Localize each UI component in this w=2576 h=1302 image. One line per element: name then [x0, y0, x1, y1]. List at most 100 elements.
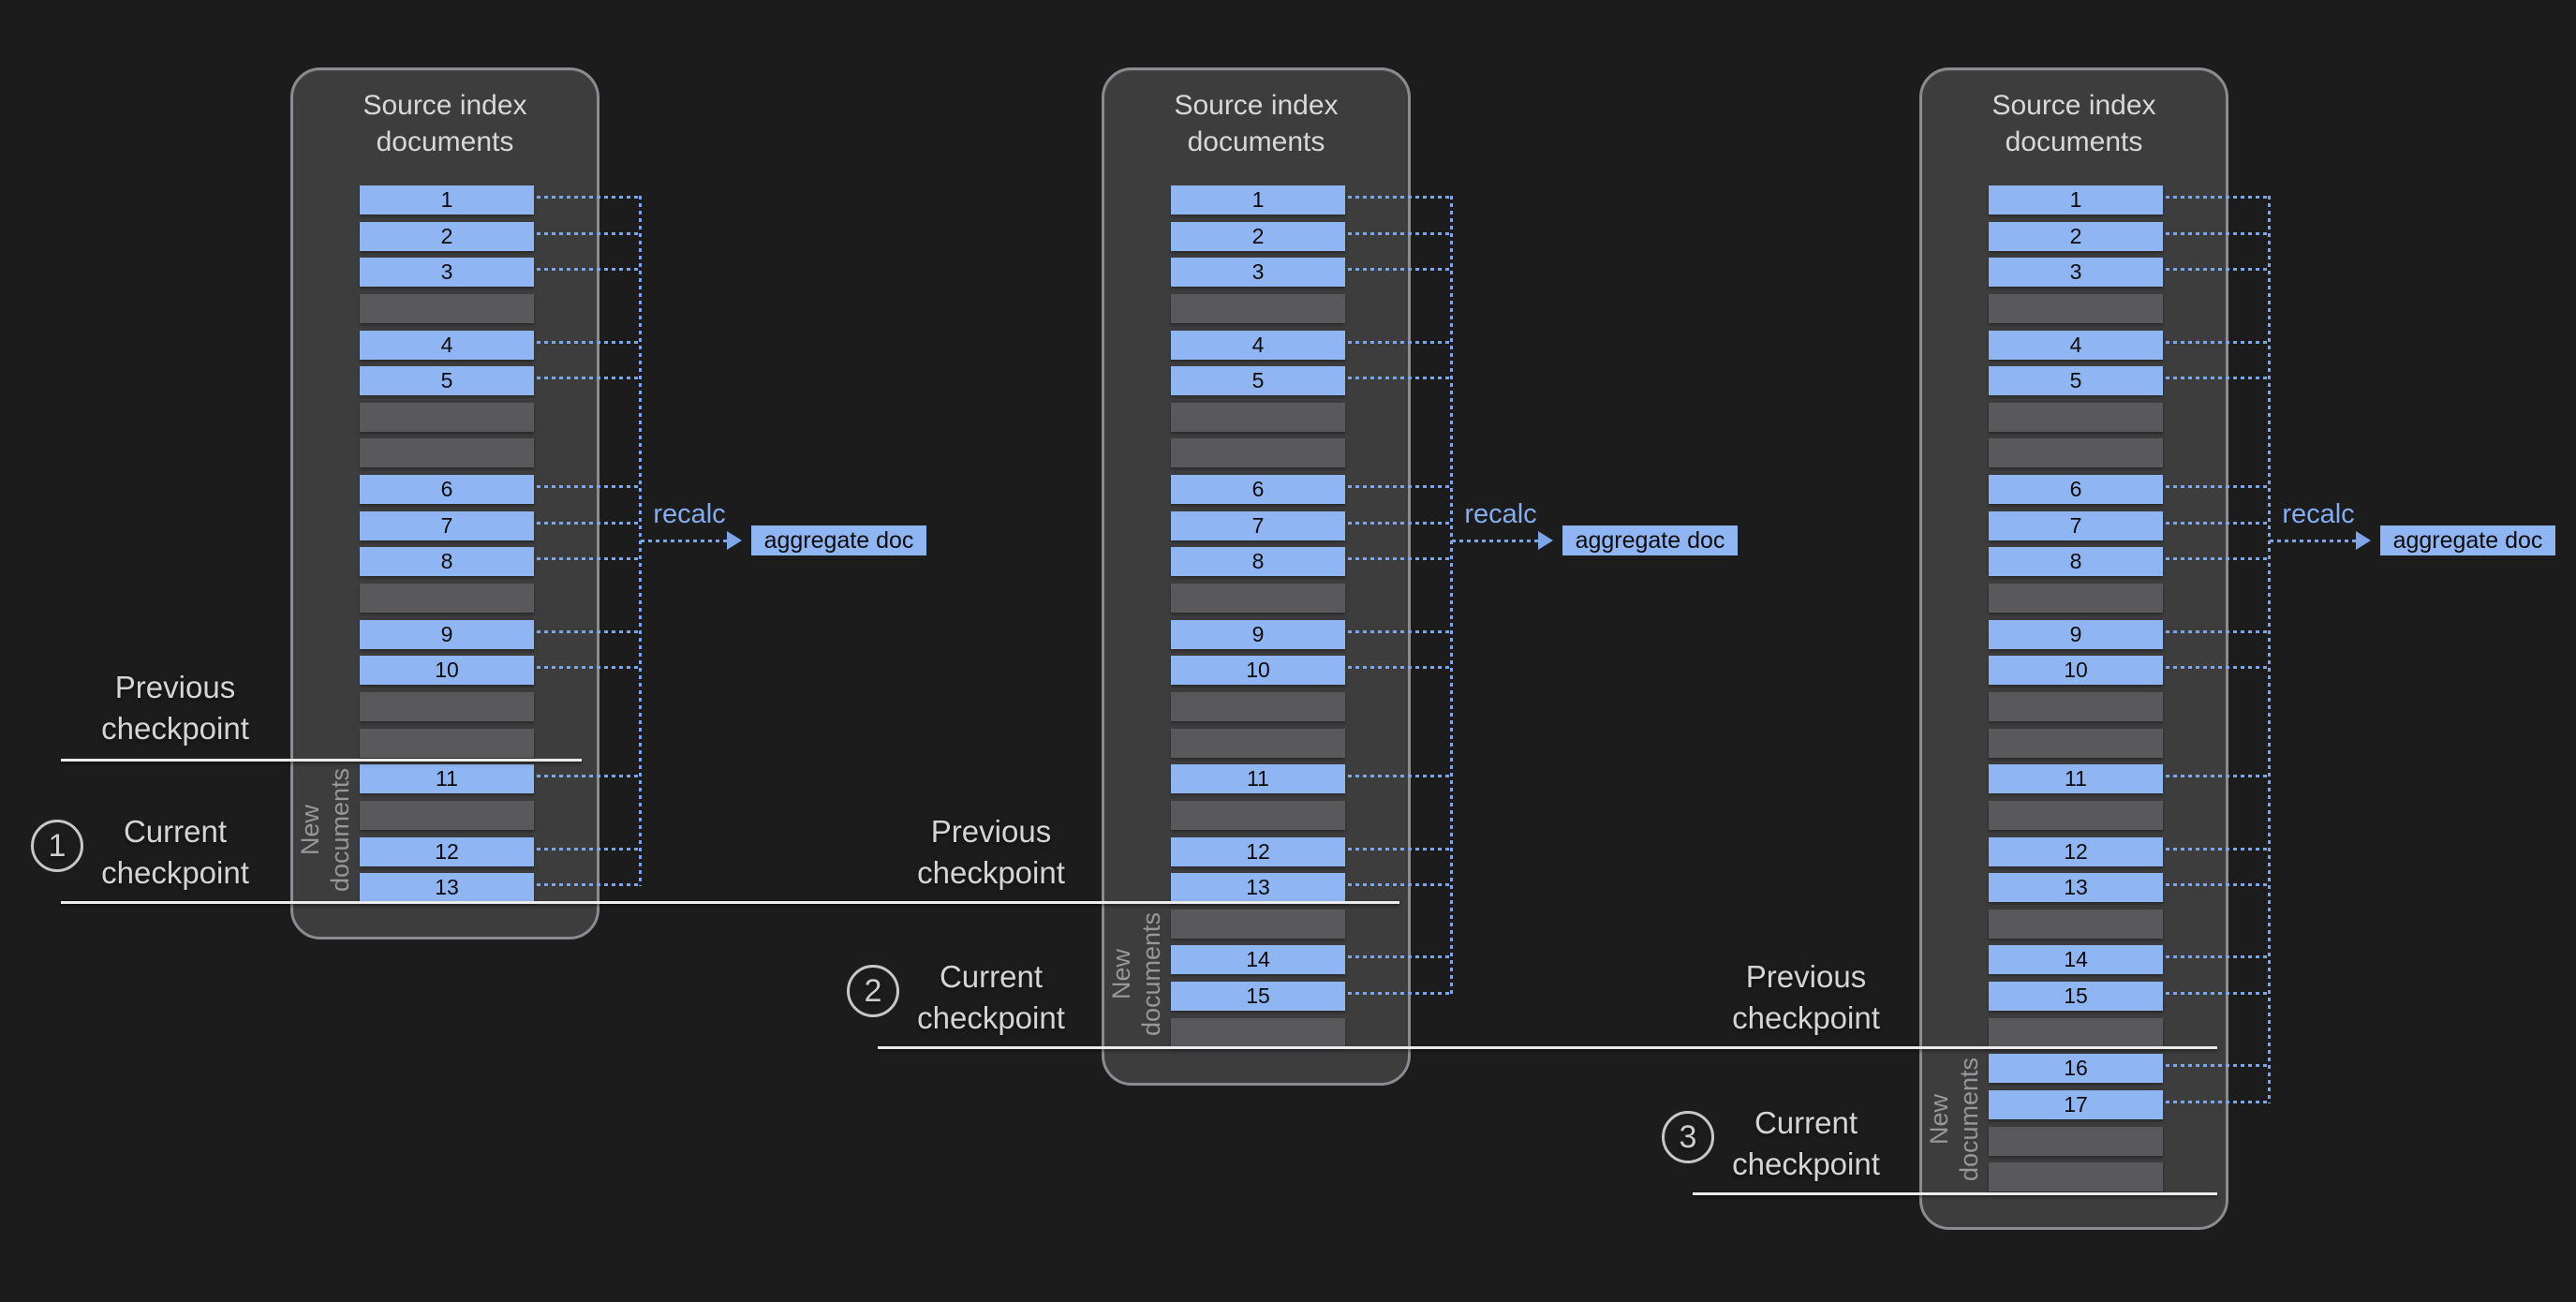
document-row: 12: [360, 836, 534, 866]
empty-document-row: [1989, 1162, 2163, 1192]
aggregate-doc-box: aggregate doc: [2380, 525, 2555, 555]
panel-title-line: Source index: [363, 90, 527, 121]
checkpoint-label-line: checkpoint: [101, 711, 249, 746]
recalc-label: recalc: [1464, 499, 1537, 529]
document-row: 10: [360, 656, 534, 686]
panel1-current-panel2-previous-checkpoint-line: [61, 901, 1399, 904]
recalc-arrow-head: [1538, 531, 1553, 550]
connector-trunk-line: [1450, 196, 1453, 996]
document-connector-line: [537, 775, 642, 778]
empty-document-row: [1989, 909, 2163, 939]
empty-document-row: [1171, 438, 1345, 468]
document-row: 14: [1989, 945, 2163, 975]
document-row: 2: [1989, 221, 2163, 251]
panel-title-line: documents: [1187, 126, 1325, 157]
document-row: 13: [1989, 873, 2163, 903]
document-connector-line: [537, 268, 642, 272]
document-connector-line: [2166, 629, 2271, 633]
panel-title: Source index documents: [1104, 87, 1408, 160]
checkpoint-number-badge: 2: [847, 965, 899, 1017]
document-connector-line: [537, 196, 642, 199]
document-row: 7: [1989, 510, 2163, 540]
document-connector-line: [2166, 521, 2271, 525]
recalc-arrow-head: [2356, 531, 2371, 550]
recalc-arrow-shaft: [1452, 539, 1538, 542]
document-connector-line: [2166, 340, 2271, 344]
empty-document-row: [1989, 402, 2163, 432]
document-row: 4: [360, 330, 534, 360]
document-row: 6: [1171, 475, 1345, 505]
document-row: 9: [360, 619, 534, 649]
empty-document-row: [1171, 402, 1345, 432]
panel2-current-panel3-previous-checkpoint-line: [878, 1046, 2217, 1049]
empty-document-row: [1171, 1017, 1345, 1047]
document-connector-line: [2166, 485, 2271, 489]
checkpoint-label-line: checkpoint: [1732, 1147, 1880, 1181]
document-connector-line: [1348, 485, 1453, 489]
document-row: 15: [1171, 982, 1345, 1012]
document-connector-line: [1348, 521, 1453, 525]
document-row: 1: [360, 185, 534, 215]
document-row: 7: [360, 510, 534, 540]
document-connector-line: [2166, 955, 2271, 959]
document-connector-line: [537, 557, 642, 561]
document-connector-line: [2166, 1101, 2271, 1103]
document-connector-line: [1348, 955, 1453, 959]
document-row: 17: [1989, 1090, 2163, 1119]
empty-document-row: [1171, 293, 1345, 323]
document-row: 13: [1171, 873, 1345, 903]
document-row: 3: [1171, 258, 1345, 288]
empty-document-row: [360, 691, 534, 721]
document-connector-line: [2166, 377, 2271, 380]
document-connector-line: [537, 847, 642, 851]
document-row: 6: [1989, 475, 2163, 505]
empty-document-row: [1171, 909, 1345, 939]
aggregate-doc-box: aggregate doc: [1562, 525, 1738, 555]
checkpoint-label-line: checkpoint: [917, 855, 1065, 890]
document-row: 4: [1989, 330, 2163, 360]
connector-trunk-line: [639, 196, 642, 887]
panel-title-line: Source index: [1174, 90, 1339, 121]
checkpoint-number-badge: 1: [31, 820, 83, 872]
document-connector-line: [1348, 775, 1453, 778]
panel-title: Source index documents: [293, 87, 597, 160]
empty-document-row: [360, 293, 534, 323]
empty-document-row: [1989, 691, 2163, 721]
empty-document-row: [1171, 584, 1345, 614]
document-row: 1: [1989, 185, 2163, 215]
document-row: 9: [1989, 619, 2163, 649]
document-connector-line: [2166, 1064, 2271, 1068]
empty-document-row: [1171, 728, 1345, 758]
document-connector-line: [537, 485, 642, 489]
empty-document-row: [1989, 584, 2163, 614]
document-connector-line: [1348, 847, 1453, 851]
document-row: 4: [1171, 330, 1345, 360]
document-connector-line: [2166, 847, 2271, 851]
document-connector-line: [1348, 377, 1453, 380]
document-row: 11: [360, 764, 534, 794]
recalc-arrow-shaft: [641, 539, 727, 542]
document-row: 5: [1171, 366, 1345, 396]
panel-title-line: documents: [376, 126, 514, 157]
document-connector-line: [1348, 557, 1453, 561]
checkpoint-number-badge: 3: [1662, 1111, 1714, 1163]
document-connector-line: [537, 377, 642, 380]
document-connector-line: [1348, 196, 1453, 199]
document-connector-line: [1348, 992, 1453, 996]
document-row: 9: [1171, 619, 1345, 649]
document-row: 14: [1171, 945, 1345, 975]
empty-document-row: [360, 402, 534, 432]
empty-document-row: [360, 584, 534, 614]
document-connector-line: [2166, 883, 2271, 887]
document-connector-line: [537, 231, 642, 235]
document-connector-line: [1348, 883, 1453, 887]
panel-title-line: Source index: [1991, 90, 2156, 121]
empty-document-row: [1171, 800, 1345, 830]
document-connector-line: [537, 666, 642, 670]
